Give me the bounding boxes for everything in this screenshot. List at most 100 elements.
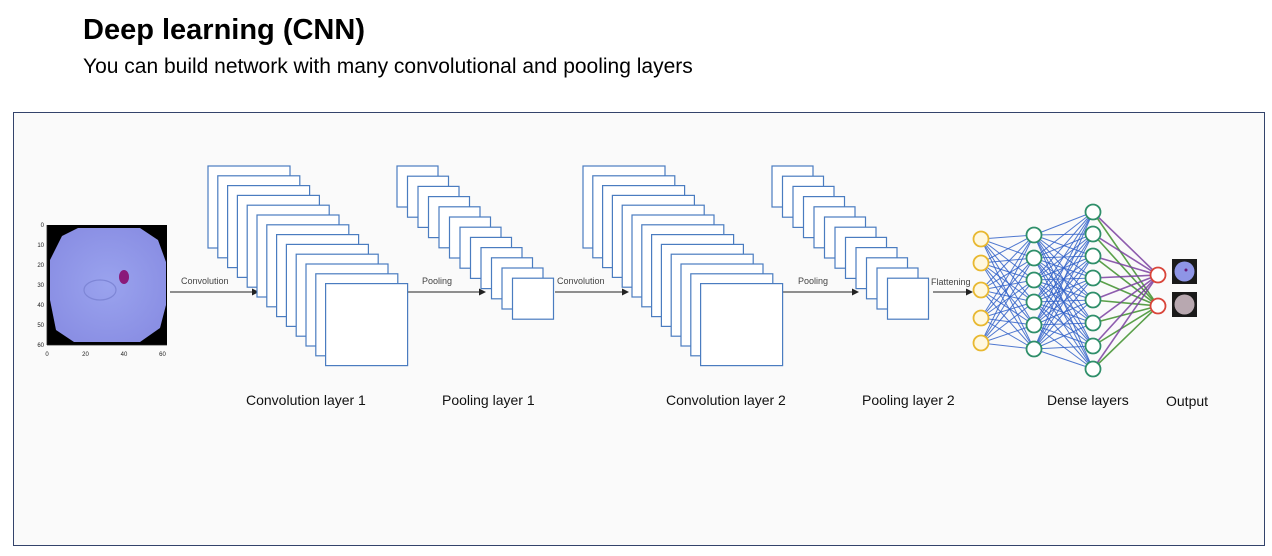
arrow-label-convolution-1: Convolution (181, 276, 229, 286)
input-node (972, 281, 990, 299)
dense-edge (980, 234, 1035, 344)
dense-edge (1033, 277, 1094, 326)
dense-edge (1092, 299, 1159, 307)
label-dense-layers: Dense layers (1047, 392, 1129, 408)
feature-map (886, 277, 930, 320)
dense-edge (980, 257, 1035, 291)
dense-edge (980, 317, 1035, 326)
dense-edge (1092, 274, 1159, 301)
hidden-node-1 (1025, 249, 1043, 267)
label-pooling-layer-2: Pooling layer 2 (862, 392, 955, 408)
page-title: Deep learning (CNN) (83, 14, 365, 46)
hidden-node-2 (1084, 225, 1102, 243)
input-x-tick: 20 (82, 352, 89, 358)
dense-edge (980, 262, 1035, 350)
dense-edge (1092, 233, 1159, 307)
input-node (972, 334, 990, 352)
page-subtitle: You can build network with many convolut… (83, 55, 693, 78)
input-y-tick: 60 (37, 343, 44, 349)
input-node (972, 309, 990, 327)
dense-connections (980, 211, 1159, 370)
dense-edge (980, 257, 1035, 344)
dense-edge (1092, 255, 1159, 307)
dense-edge (1092, 211, 1159, 276)
dense-edge (980, 234, 1035, 264)
input-y-tick: 50 (37, 323, 44, 329)
dense-edge (1092, 277, 1159, 307)
dense-edge (1033, 211, 1094, 303)
dense-edge (980, 234, 1035, 240)
label-convolution-layer-2: Convolution layer 2 (666, 392, 786, 408)
dense-edge (1033, 299, 1094, 350)
dense-edge (1033, 211, 1094, 326)
dense-edge (980, 238, 1035, 281)
pooling-layer-2-stack (771, 165, 930, 320)
dense-edge (980, 262, 1035, 303)
dense-edge (1033, 255, 1094, 350)
dense-edge (980, 238, 1035, 303)
input-x-tick: 0 (45, 352, 49, 358)
arrow-label-pooling-2: Pooling (798, 276, 828, 286)
hidden-node-2 (1084, 360, 1102, 378)
dense-edge (1092, 274, 1159, 370)
convolution-layer-2-stack (582, 165, 784, 367)
dense-edge (1092, 305, 1159, 370)
dense-edge (1092, 274, 1159, 324)
dense-edge (1033, 277, 1094, 350)
label-output: Output (1166, 393, 1209, 409)
dense-edge (980, 301, 1035, 344)
output-node (1149, 297, 1167, 315)
dense-edge (1033, 348, 1094, 370)
dense-edge (980, 279, 1035, 319)
dense-edge (1092, 305, 1159, 324)
input-y-tick: 10 (37, 243, 44, 249)
dense-edge (1092, 255, 1159, 276)
dense-edge (1033, 211, 1094, 236)
pooling-layer-1-stack (396, 165, 555, 320)
input-y-tick: 20 (37, 263, 44, 269)
dense-edge (1033, 322, 1094, 350)
input-node (972, 230, 990, 248)
hidden-node-2 (1084, 314, 1102, 332)
dense-edge (980, 234, 1035, 319)
hidden-node-2 (1084, 291, 1102, 309)
arrow-label-flattening: Flattening (931, 277, 971, 287)
dense-edge (1092, 305, 1159, 347)
parasite-spot (119, 270, 129, 284)
hidden-node-2 (1084, 269, 1102, 287)
dense-edge (980, 342, 1035, 350)
input-y-tick: 30 (37, 283, 44, 289)
convolution-layer-1-stack (207, 165, 409, 367)
input-node (972, 254, 990, 272)
hidden-node-1 (1025, 293, 1043, 311)
dense-edge (980, 279, 1035, 291)
feature-map (699, 283, 784, 367)
input-x-tick: 40 (121, 352, 128, 358)
dense-edge (1033, 233, 1094, 350)
arrows: Convolution Pooling Convolution Pooling … (170, 276, 973, 296)
dense-edge (1092, 274, 1159, 347)
dense-edge (1092, 233, 1159, 276)
feature-map (511, 277, 555, 320)
hidden-node-1 (1025, 316, 1043, 334)
output-images (1172, 259, 1197, 317)
blood-cell (50, 228, 166, 342)
dense-edge (1033, 345, 1094, 350)
input-x-tick: 60 (159, 352, 166, 358)
output-image-infected (1174, 261, 1195, 282)
dense-edge (1092, 274, 1159, 279)
arrow-label-pooling-1: Pooling (422, 276, 452, 286)
dense-edge (1033, 211, 1094, 259)
dense-edge (1033, 211, 1094, 281)
hidden-node-1 (1025, 340, 1043, 358)
hidden-node-1 (1025, 226, 1043, 244)
hidden-node-2 (1084, 337, 1102, 355)
dense-edge (980, 289, 1035, 303)
hidden-node-2 (1084, 247, 1102, 265)
dense-edge (980, 262, 1035, 281)
dense-edge (980, 324, 1035, 344)
arrow-label-convolution-2: Convolution (557, 276, 605, 286)
output-image-uninfected (1174, 294, 1195, 315)
